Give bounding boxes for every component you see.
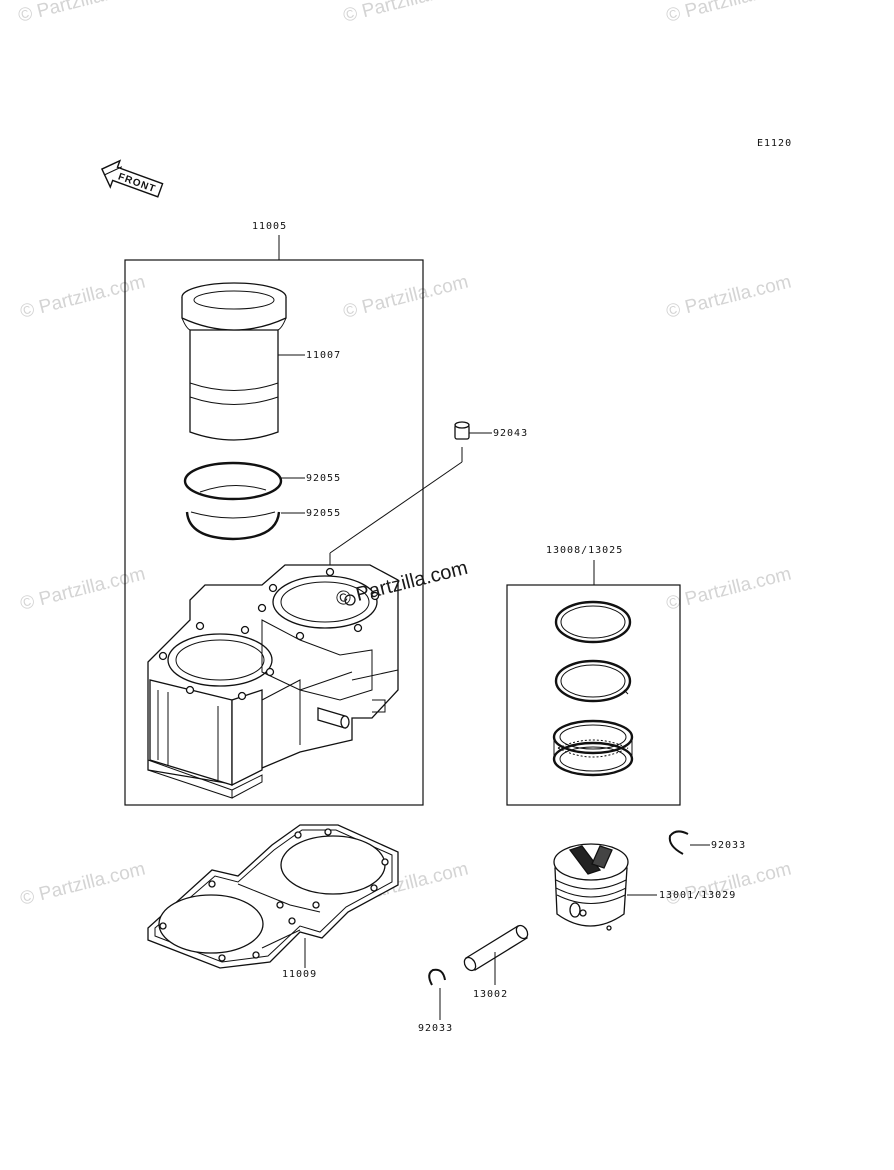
watermark-text: © Partzilla.com: [341, 272, 470, 323]
cylinder-sleeve: [181, 282, 287, 441]
cylinder-base-gasket: [147, 824, 399, 969]
watermarks: © Partzilla.com © Partzilla.com © Partzi…: [16, 0, 793, 910]
front-arrow-icon: FRONT: [100, 159, 164, 198]
piston: [553, 843, 629, 931]
watermark-text: © Partzilla.com: [18, 564, 147, 615]
top-piston-ring: [554, 600, 632, 644]
ring-set-box: [506, 584, 681, 806]
label-92033-right: 92033: [711, 840, 746, 851]
circlip-left: [428, 968, 446, 986]
label-13002: 13002: [473, 989, 508, 1000]
watermark-text: © Partzilla.com: [18, 859, 147, 910]
watermark-text: © Partzilla.com: [341, 0, 470, 27]
diagram-code: E1120: [757, 138, 792, 149]
label-11009: 11009: [282, 969, 317, 980]
watermark-text: © Partzilla.com: [664, 272, 793, 323]
label-13008-13025: 13008/13025: [546, 545, 623, 556]
circlip-right: [668, 830, 689, 855]
watermark-text: © Partzilla.com: [664, 564, 793, 615]
cylinder-assembly-box: [124, 259, 424, 806]
o-ring-lower: [185, 511, 281, 541]
cylinder-block: [147, 564, 399, 799]
label-92043: 92043: [493, 428, 528, 439]
watermark-text: © Partzilla.com: [664, 0, 793, 27]
o-ring-upper: [183, 461, 283, 501]
label-13001-13029: 13001/13029: [659, 890, 736, 901]
second-piston-ring: [554, 659, 632, 703]
dowel-pin: [454, 421, 470, 440]
label-92055-lower: 92055: [306, 508, 341, 519]
watermark-text: © Partzilla.com: [16, 0, 145, 27]
watermark-text: © Partzilla.com: [664, 859, 793, 910]
label-11007: 11007: [306, 350, 341, 361]
label-11005: 11005: [252, 221, 287, 232]
label-92055-upper: 92055: [306, 473, 341, 484]
oil-ring: [552, 719, 634, 777]
piston-pin: [463, 924, 529, 972]
watermark-text: © Partzilla.com: [18, 272, 147, 323]
label-92033-left: 92033: [418, 1023, 453, 1034]
